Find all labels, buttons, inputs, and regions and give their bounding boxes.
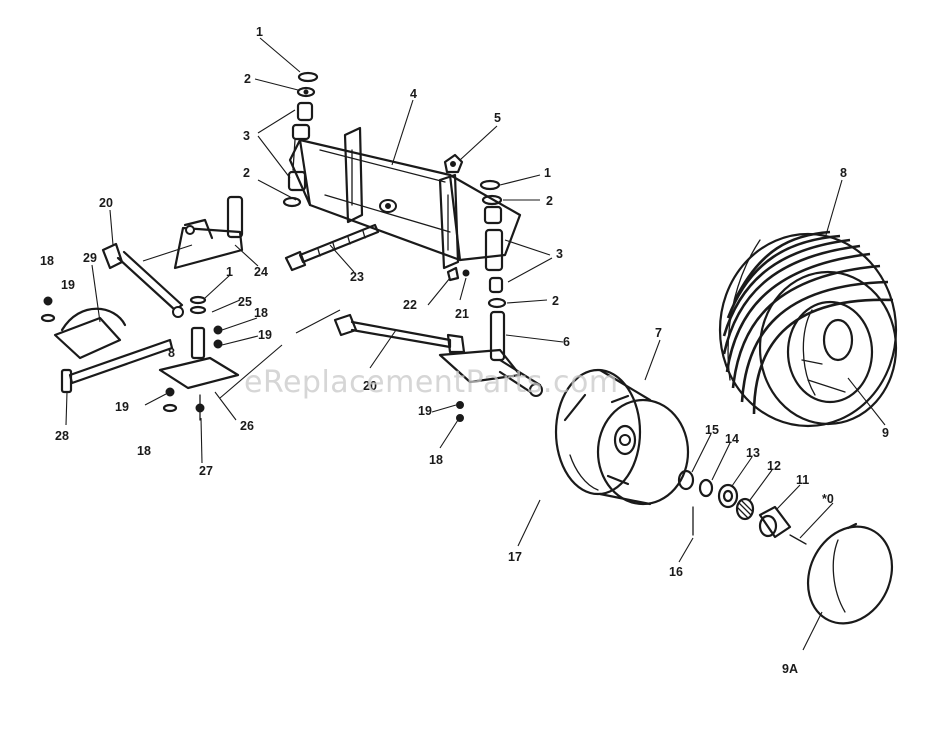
callout-19-bottom: 19 [115, 400, 129, 414]
callout-2-lower: 2 [552, 294, 559, 308]
callout-3-top: 3 [243, 129, 250, 143]
callout-27: 27 [199, 464, 213, 478]
callout-26: 26 [240, 419, 254, 433]
bearing-stack [677, 469, 807, 545]
callout-7: 7 [655, 326, 662, 340]
callout-28: 28 [55, 429, 69, 443]
callout-20-mid: 20 [363, 379, 377, 393]
callout-2-top: 2 [244, 72, 251, 86]
callout-18-right: 18 [429, 453, 443, 467]
callout-29: 29 [83, 251, 97, 265]
callout-5: 5 [494, 111, 501, 125]
callout-25: 25 [238, 295, 252, 309]
callout-18-left: 18 [40, 254, 54, 268]
callout-1-left: 1 [226, 265, 233, 279]
watermark: eReplacementParts.com [244, 365, 619, 400]
callout-19-left: 19 [61, 278, 75, 292]
callout-8: 8 [840, 166, 847, 180]
callout-16: 16 [669, 565, 683, 579]
callout-13: 13 [746, 446, 760, 460]
tire [718, 230, 898, 428]
callout-8-plate: 8 [168, 346, 175, 360]
callout-1-top: 1 [256, 25, 263, 39]
callout-9a: 9A [782, 662, 798, 676]
callout-9: 9 [882, 426, 889, 440]
callout-24: 24 [254, 265, 268, 279]
callout-3-right: 3 [556, 247, 563, 261]
inner-wheel [786, 300, 874, 404]
hub-cap [806, 522, 894, 625]
callout-labels: 1 2 3 4 5 1 2 3 2 6 7 8 9 9A *0 11 12 13… [40, 25, 889, 676]
callout-1-right: 1 [544, 166, 551, 180]
callout-22: 22 [403, 298, 417, 312]
right-spindle-stack [443, 153, 507, 309]
callout-18-bottom: 18 [137, 444, 151, 458]
right-spindle [438, 310, 543, 397]
callout-4: 4 [410, 87, 417, 101]
zerk-fitting [446, 266, 470, 282]
callout-12: 12 [767, 459, 781, 473]
callout-18-center: 18 [254, 306, 268, 320]
callout-10: *0 [822, 492, 834, 506]
callout-23: 23 [350, 270, 364, 284]
center-tie-rod [333, 313, 466, 354]
callout-15: 15 [705, 423, 719, 437]
callout-2-right: 2 [546, 194, 553, 208]
callout-20-left: 20 [99, 196, 113, 210]
left-tie-rod [101, 242, 184, 318]
wheel-rim [554, 368, 690, 506]
callout-17: 17 [508, 550, 522, 564]
callout-19-right: 19 [418, 404, 432, 418]
callout-2-left: 2 [243, 166, 250, 180]
left-spindle-stack [282, 71, 319, 208]
right-hardware [456, 401, 464, 422]
steering-plate [158, 295, 240, 421]
callout-11: 11 [796, 473, 809, 487]
leader-lines [65, 37, 886, 651]
callout-21: 21 [455, 307, 469, 321]
pivot-bolt [284, 223, 380, 272]
callout-14: 14 [725, 432, 739, 446]
left-steering-arm [173, 195, 244, 270]
steering-sector [40, 296, 174, 394]
callout-19-center: 19 [258, 328, 272, 342]
callout-6: 6 [563, 335, 570, 349]
